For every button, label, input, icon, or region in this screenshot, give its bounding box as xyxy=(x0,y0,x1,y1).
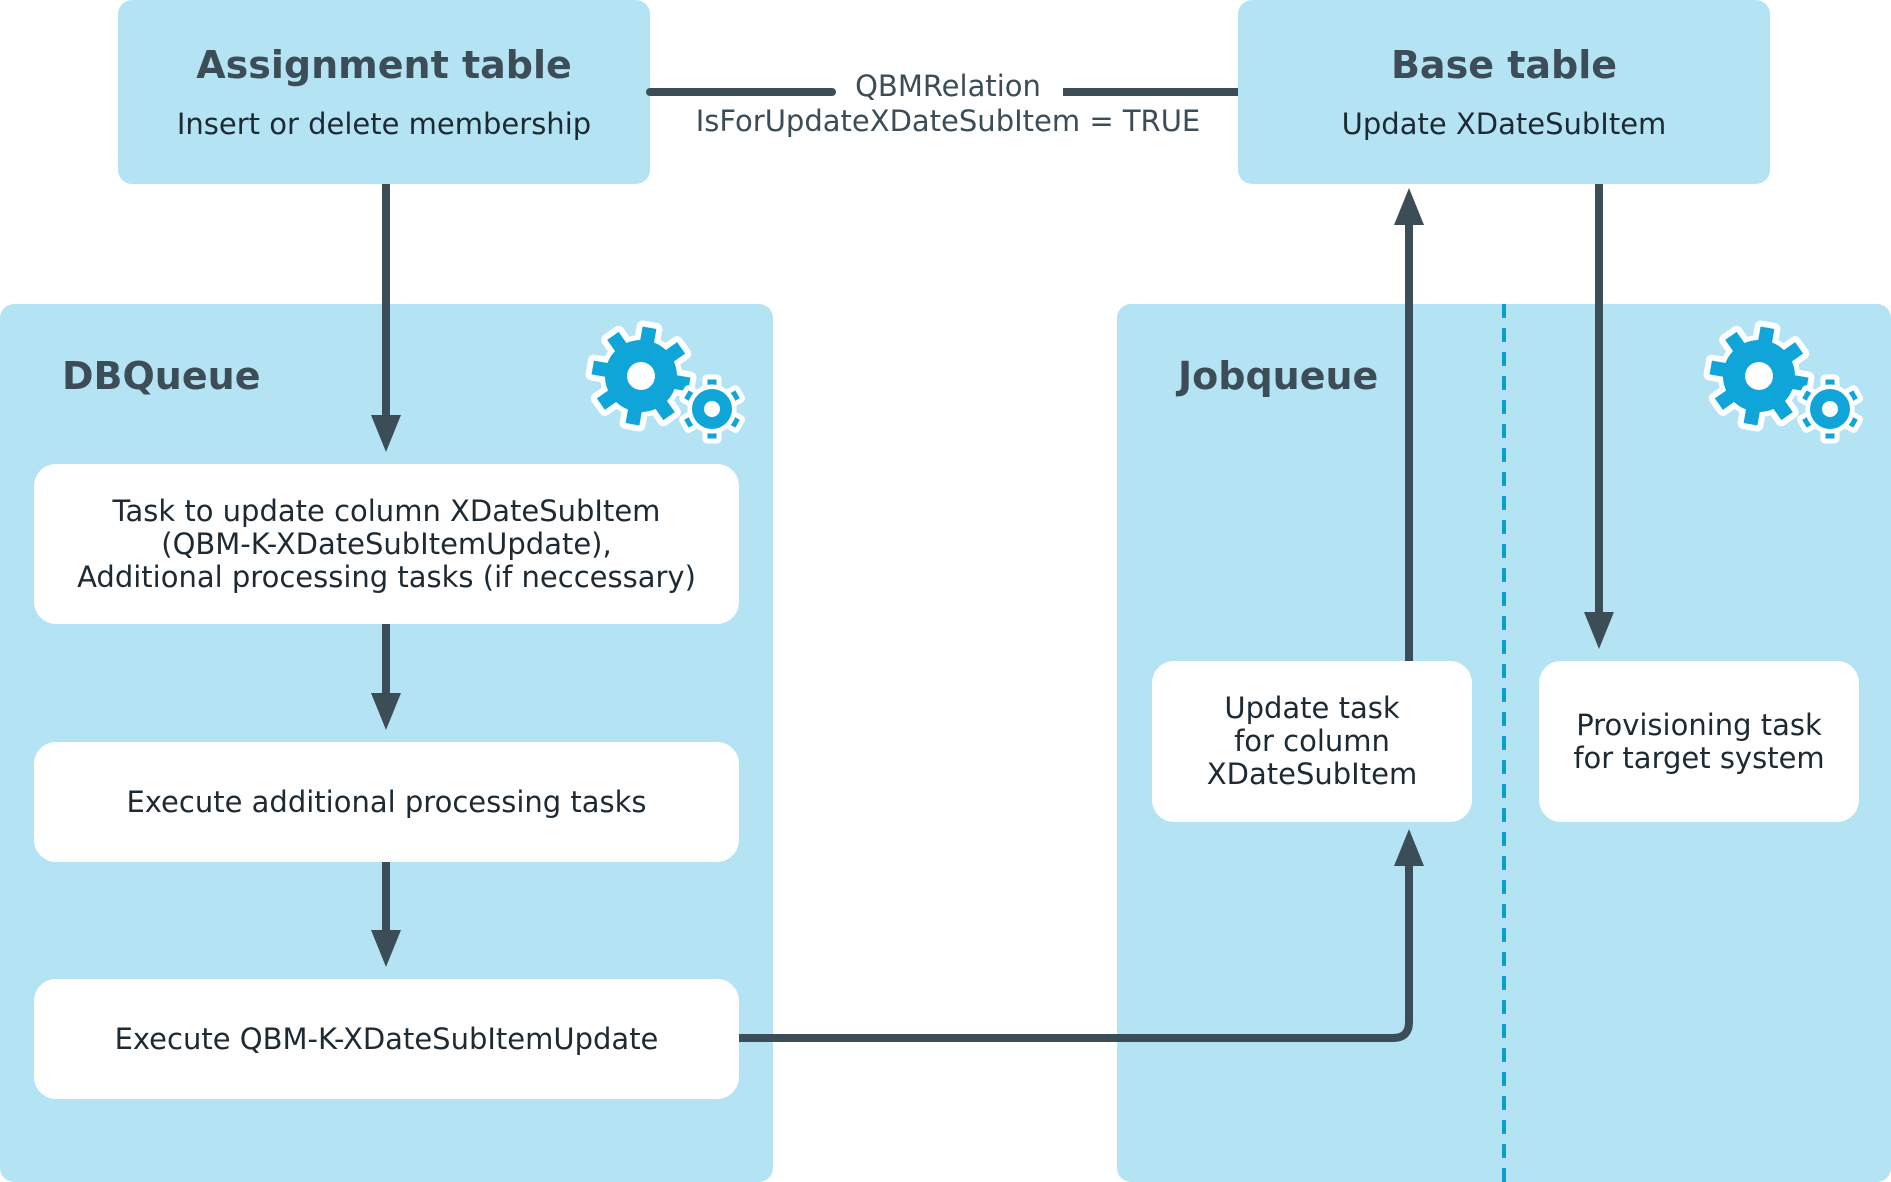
arrow-step1-to-step2 xyxy=(371,624,401,730)
base-table-subtitle: Update XDateSubItem xyxy=(1341,107,1667,141)
arrow-base-table-to-provisioning xyxy=(1584,184,1614,649)
relation-condition: IsForUpdateXDateSubItem = TRUE xyxy=(695,104,1201,138)
jobqueue-update-task: Update task for column XDateSubItem xyxy=(1152,661,1472,822)
assignment-table-box: Assignment table Insert or delete member… xyxy=(118,0,650,184)
gears-icon xyxy=(585,320,745,444)
relation-name: QBMRelation xyxy=(855,69,1041,103)
dbqueue-step-execute-update: Execute QBM-K-XDateSubItemUpdate xyxy=(34,979,739,1099)
assignment-table-title: Assignment table xyxy=(196,43,572,87)
jobqueue-provisioning-task: Provisioning task for target system xyxy=(1539,661,1859,822)
arrow-step2-to-step3 xyxy=(371,862,401,967)
dbqueue-title: DBQueue xyxy=(62,354,261,398)
assignment-table-subtitle: Insert or delete membership xyxy=(176,107,592,141)
arrow-update-task-to-base-table xyxy=(1394,188,1424,661)
arrow-assignment-to-dbqueue xyxy=(371,184,401,452)
gears-icon xyxy=(1703,320,1863,444)
arrow-step3-to-update-task xyxy=(739,829,1424,1042)
dbqueue-step-execute-additional: Execute additional processing tasks xyxy=(34,742,739,862)
base-table-title: Base table xyxy=(1390,43,1618,87)
relation-label: QBMRelation IsForUpdateXDateSubItem = TR… xyxy=(688,69,1208,139)
jobqueue-title: Jobqueue xyxy=(1178,354,1379,398)
dbqueue-step-create-task: Task to update column XDateSubItem (QBM-… xyxy=(34,464,739,624)
base-table-box: Base table Update XDateSubItem xyxy=(1238,0,1770,184)
